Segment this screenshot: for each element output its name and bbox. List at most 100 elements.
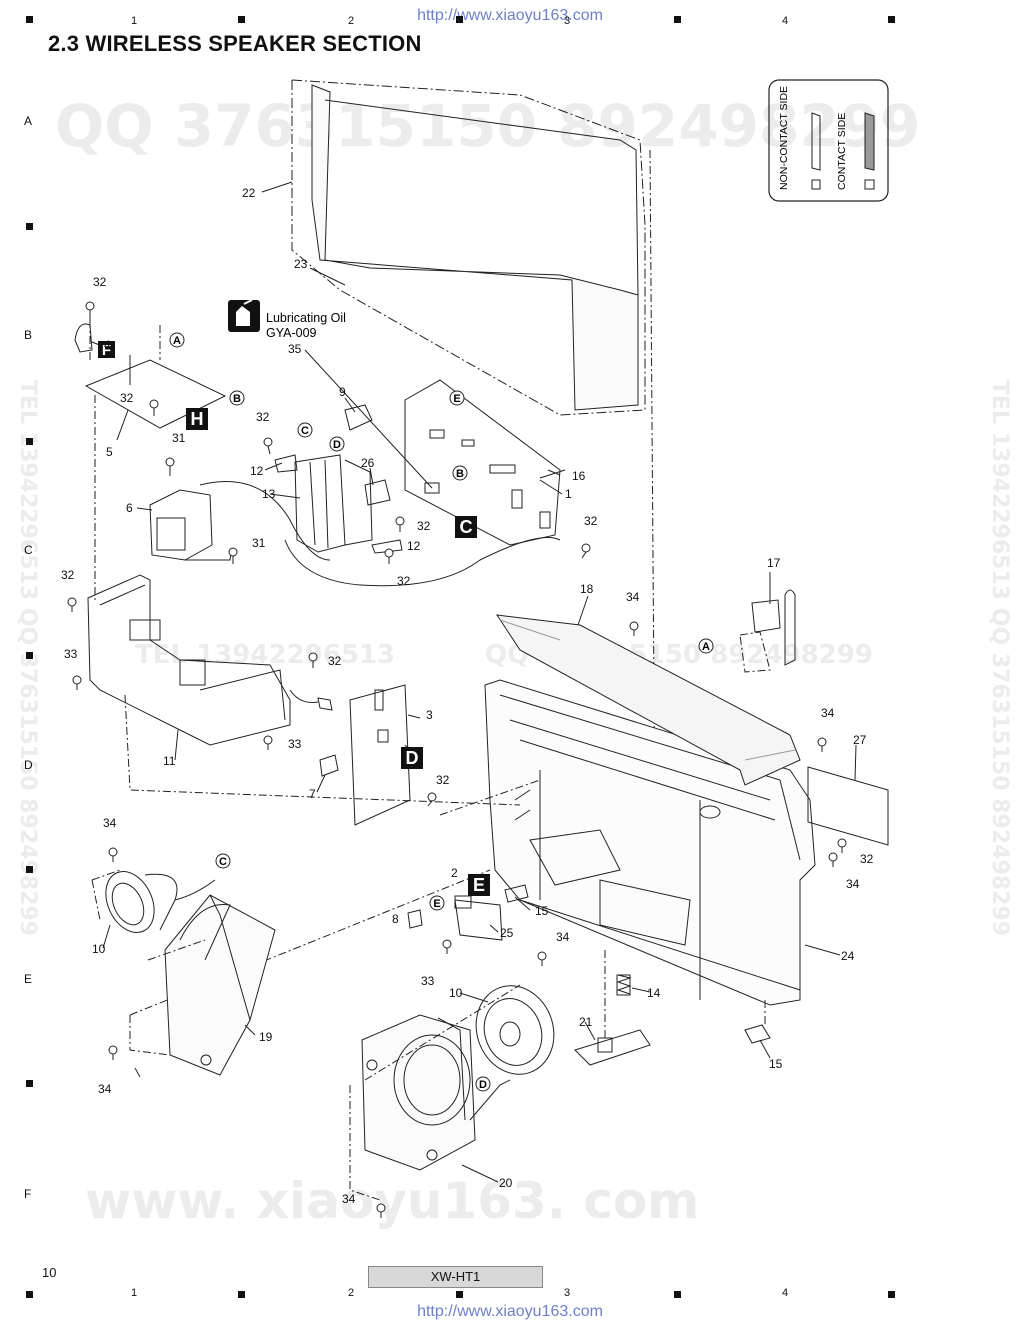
source-url-bottom[interactable]: http://www.xiaoyu163.com xyxy=(417,1303,603,1320)
label-35: 35 xyxy=(288,342,302,356)
part-number-labels: 22 23 35 32 4 32 5 31 6 31 9 32 12 13 26… xyxy=(61,186,874,1206)
part-21-switch xyxy=(574,1029,651,1066)
screw-34 xyxy=(108,1045,118,1060)
svg-text:D: D xyxy=(479,1079,487,1091)
label-32: 32 xyxy=(256,410,270,424)
grid-row-label: C xyxy=(24,543,33,557)
part-5-pcb xyxy=(84,359,227,429)
label-34: 34 xyxy=(556,930,570,944)
part-4-bracket xyxy=(74,323,93,353)
grid-marker xyxy=(238,1291,245,1298)
part-27-panel xyxy=(807,766,889,846)
label-16: 16 xyxy=(572,469,586,483)
part-6-transformer xyxy=(149,489,213,561)
callout-d: D xyxy=(475,1076,491,1092)
screw-32 xyxy=(85,301,95,320)
lubricant-name: Lubricating Oil xyxy=(266,311,346,325)
label-24: 24 xyxy=(841,949,855,963)
label-32: 32 xyxy=(120,391,134,405)
label-10: 10 xyxy=(449,986,463,1000)
grid-row-label: F xyxy=(24,1187,32,1201)
label-34: 34 xyxy=(626,590,640,604)
box-h: H xyxy=(186,408,208,430)
label-17: 17 xyxy=(767,556,781,570)
screw-34 xyxy=(108,847,118,862)
callout-circles: A B C D E B A C E D xyxy=(169,332,714,1092)
screw-32 xyxy=(308,652,318,668)
label-21: 21 xyxy=(579,1015,593,1029)
label-32: 32 xyxy=(417,519,431,533)
svg-text:C: C xyxy=(219,856,227,868)
watermark-qq-top: QQ 376315150 892498299 xyxy=(55,92,921,160)
grid-marker xyxy=(26,16,33,23)
callout-d: D xyxy=(329,436,345,452)
screw-34 xyxy=(376,1203,386,1218)
grid-row-label: D xyxy=(24,758,33,772)
part-20-enclosure xyxy=(361,1014,476,1171)
label-34: 34 xyxy=(846,877,860,891)
label-32: 32 xyxy=(328,654,342,668)
label-10: 10 xyxy=(92,942,106,956)
label-31: 31 xyxy=(252,536,266,550)
screw-32 xyxy=(149,399,159,416)
screw-32 xyxy=(263,437,273,455)
grid-column-label: 1 xyxy=(131,1287,138,1299)
label-33: 33 xyxy=(64,647,78,661)
box-e: E xyxy=(468,874,490,896)
spring-14 xyxy=(616,974,632,995)
label-32: 32 xyxy=(397,574,411,588)
grille-inner-edge xyxy=(324,99,639,296)
part-25-pcb xyxy=(454,899,503,941)
box-f: F xyxy=(98,341,115,359)
label-34: 34 xyxy=(103,816,117,830)
label-23: 23 xyxy=(294,257,308,271)
part-10-speaker-left xyxy=(105,871,155,933)
svg-text:B: B xyxy=(456,468,464,480)
legend-contact-label: CONTACT SIDE xyxy=(836,113,848,190)
callout-c: C xyxy=(215,853,231,869)
model-name-bar: XW-HT1 xyxy=(368,1266,543,1288)
grid-row-label: B xyxy=(24,328,33,342)
grid-marker xyxy=(26,1080,33,1087)
label-25: 25 xyxy=(500,926,514,940)
grid-column-label: 1 xyxy=(131,15,138,27)
grid-column-label: 4 xyxy=(782,1287,789,1299)
legend-box xyxy=(768,79,889,202)
grid-marker xyxy=(26,1291,33,1298)
label-34: 34 xyxy=(98,1082,112,1096)
svg-text:E: E xyxy=(453,393,460,405)
screw-32 xyxy=(837,838,847,853)
source-url-top[interactable]: http://www.xiaoyu163.com xyxy=(417,7,603,24)
page-number: 10 xyxy=(42,1265,57,1280)
legend-contact-icon xyxy=(864,112,875,171)
grid-marker xyxy=(26,223,33,230)
grid-column-label: 4 xyxy=(782,15,789,27)
callout-b: B xyxy=(229,390,245,406)
label-15: 15 xyxy=(769,1057,783,1071)
screw-34 xyxy=(817,737,827,752)
watermark-site: www. xiaoyu163. com xyxy=(85,1172,700,1230)
label-18: 18 xyxy=(580,582,594,596)
section-boxes: F H C D E xyxy=(98,341,490,896)
label-11: 11 xyxy=(163,754,176,768)
legend-non-contact-icon xyxy=(811,112,821,171)
grid-row-label: A xyxy=(24,114,33,128)
label-32: 32 xyxy=(93,275,107,289)
grid-marker xyxy=(674,16,681,23)
grid-column-label: 3 xyxy=(564,1287,571,1299)
label-27: 27 xyxy=(853,733,867,747)
grid-marker xyxy=(674,1291,681,1298)
label-3: 3 xyxy=(426,708,433,722)
lubricating-oil-icon xyxy=(228,299,260,332)
callout-b: B xyxy=(452,465,468,481)
grid-marker xyxy=(26,438,33,445)
svg-text:B: B xyxy=(233,393,241,405)
screw-31 xyxy=(165,457,175,476)
svg-text:A: A xyxy=(173,335,181,347)
screw-32 xyxy=(67,597,77,612)
label-12: 12 xyxy=(407,539,421,553)
label-33: 33 xyxy=(421,974,435,988)
screw-32 xyxy=(384,548,394,564)
label-22: 22 xyxy=(242,186,256,200)
